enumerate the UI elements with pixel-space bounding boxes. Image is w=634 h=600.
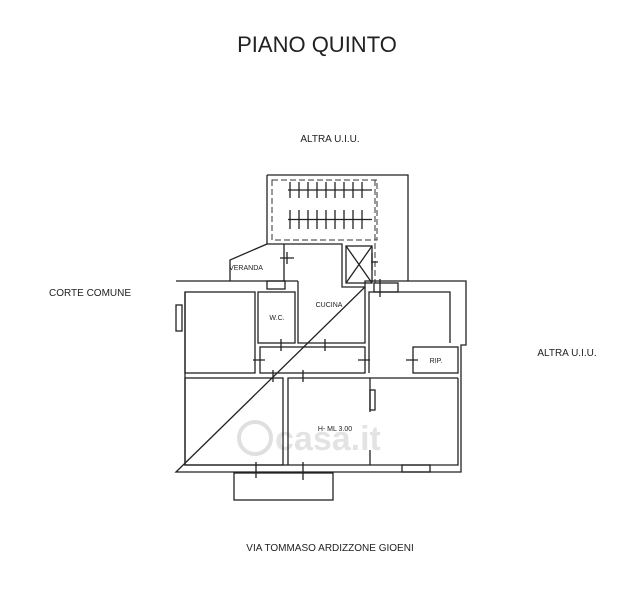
door-marks (253, 252, 418, 480)
room-kitchen (297, 281, 366, 344)
room-bedroom-1 (184, 291, 256, 374)
room-height-label: H- ML 3.00 (318, 426, 352, 433)
room-veranda: VERANDA (229, 265, 263, 272)
room-bedroom-2 (184, 377, 284, 466)
label-west: CORTE COMUNE (49, 288, 131, 299)
watermark-text: casa.it (275, 420, 381, 458)
room-wc-label: W.C. (269, 315, 284, 322)
room-kitchen-label: CUCINA (316, 302, 343, 309)
label-north: ALTRA U.I.U. (300, 134, 359, 145)
room-storage-label: RIP. (430, 358, 443, 365)
balcony (233, 472, 334, 501)
watermark: casa.it (237, 420, 381, 458)
corridor (259, 346, 366, 374)
label-east: ALTRA U.I.U. (537, 348, 596, 359)
plan-title: PIANO QUINTO (237, 32, 397, 57)
label-south: VIA TOMMASO ARDIZZONE GIOENI (246, 543, 413, 554)
room-living (368, 291, 451, 373)
windows (175, 280, 431, 473)
stairwell (266, 174, 409, 288)
room-wc (257, 291, 296, 344)
veranda-walls (229, 243, 285, 281)
